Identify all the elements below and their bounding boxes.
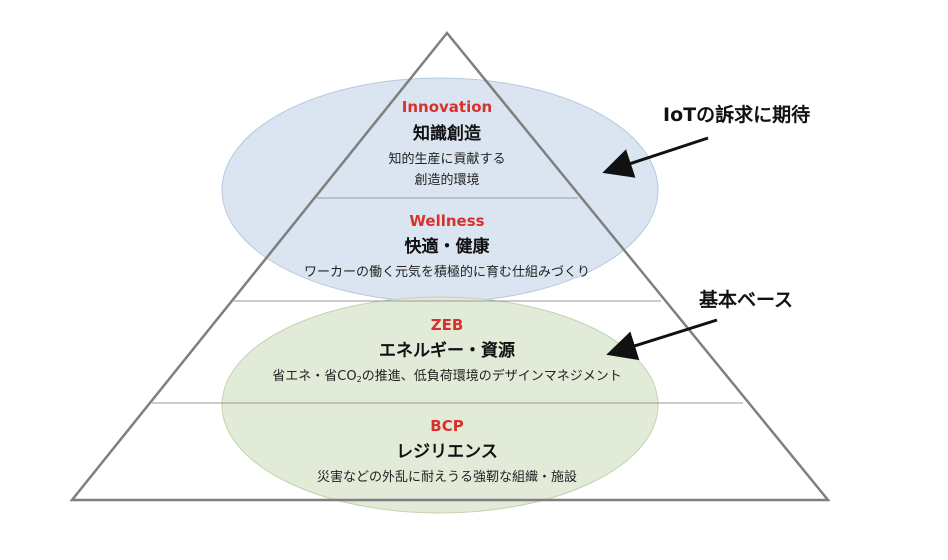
innovation-title: 知識創造 [413,124,481,144]
innovation-desc-line1: 知的生産に貢献する [388,152,506,167]
zeb-desc-post: の推進、低負荷環境のデザインマネジメント [361,369,622,384]
zeb-title: エネルギー・資源 [379,341,515,361]
wellness-label: Wellness [409,212,485,230]
bcp-label: BCP [430,417,464,435]
zeb-label: ZEB [430,316,464,334]
wellness-title: 快適・健康 [404,237,490,257]
zeb-desc: 省エネ・省CO2の推進、低負荷環境のデザインマネジメント [272,369,621,385]
pyramid-outline [69,31,831,502]
bcp-desc: 災害などの外乱に耐えうる強靭な組織・施設 [316,470,578,485]
base-callout-text: 基本ベース [699,289,794,311]
zeb-desc-subscript: 2 [356,375,362,384]
callout-arrow-top [602,136,709,178]
innovation-desc-line2: 創造的環境 [414,173,480,188]
wellness-desc: ワーカーの働く元気を積極的に育む仕組みづくり [303,265,591,280]
zeb-bcp-highlight-ellipse [221,296,659,514]
innovation-label: Innovation [401,98,493,116]
bcp-title: レジリエンス [396,442,498,462]
zeb-desc-pre: 省エネ・省CO [272,369,357,384]
callout-arrow-bottom [606,318,718,361]
iot-callout-text: IoTの訴求に期待 [663,104,811,126]
